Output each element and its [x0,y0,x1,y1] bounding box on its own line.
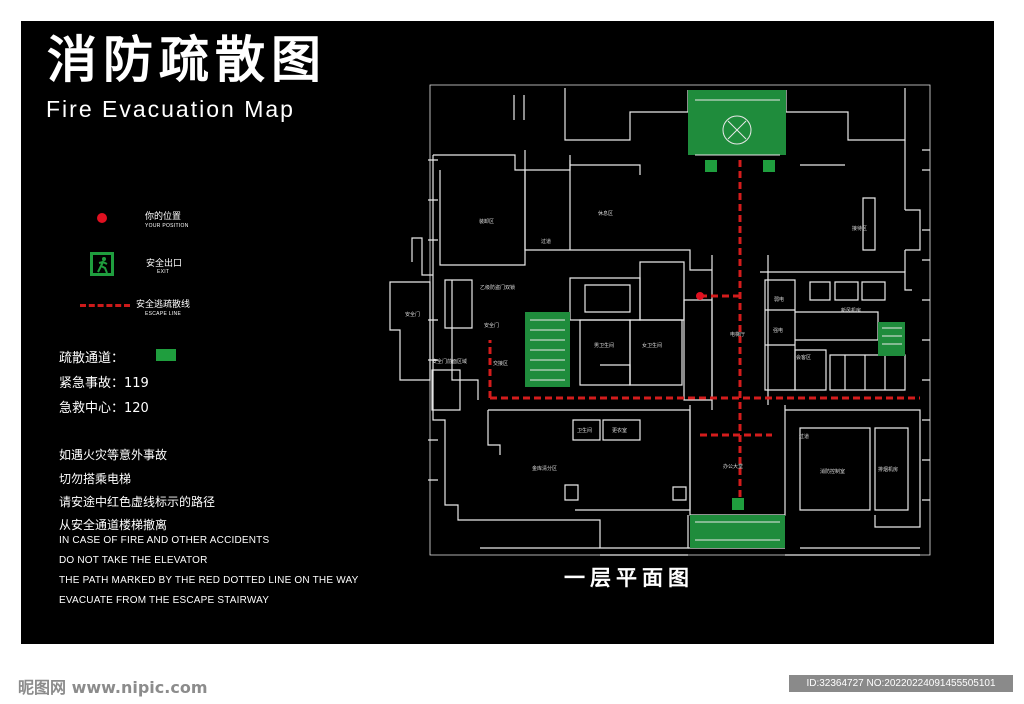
room-label: 装卸区 [479,219,495,225]
room-label: 金库清分区 [532,466,558,472]
room-label: 交接区 [493,361,509,367]
warning-en-2: DO NOT TAKE THE ELEVATOR [59,555,208,566]
room-label: 乙级防盗门双锁 [480,285,516,291]
warning-cn-4: 从安全通道楼梯撤离 [59,518,168,532]
watermark-site: 昵图网 www.nipic.com [18,678,208,697]
emergency-exit-sign-icon [90,252,114,276]
room-label: 接待区 [852,226,868,232]
room-label: 过道 [799,434,810,440]
room-label: 弱电 [774,297,785,303]
warning-en-4: EVACUATE FROM THE ESCAPE STAIRWAY [59,595,270,606]
title-english: Fire Evacuation Map [46,96,295,122]
escape-line-icon [80,304,130,307]
evacuation-sign-board [21,21,994,644]
passage-label: 疏散通道： [59,351,125,366]
room-label: 安全门前面区域 [432,359,468,365]
room-label: 卫生间 [577,428,593,434]
legend-position-sublabel: YOUR POSITION [145,223,189,229]
warning-en-3: THE PATH MARKED BY THE RED DOTTED LINE O… [59,575,359,586]
room-label: 女卫生间 [642,343,663,349]
legend-exit-sublabel: EXIT [157,269,170,275]
room-label: 新风机房 [841,308,862,314]
title-chinese: 消防疏散图 [47,31,327,89]
room-label: 安全门 [484,323,500,329]
room-label: 电梯厅 [730,332,746,338]
room-label: 排烟机房 [878,467,899,473]
passage-color-swatch [156,349,176,361]
warning-cn-1: 如遇火灾等意外事故 [59,448,168,462]
first-aid-number: 急救中心：120 [59,401,149,416]
legend-exit-label: 安全出口 [146,259,183,269]
room-label: 强电 [773,328,784,334]
watermark-id: ID:32364727 NO:20220224091455505101 [789,675,1013,692]
room-label: 过道 [541,239,552,245]
your-position-icon [97,213,107,223]
legend-line-label: 安全逃疏散线 [136,300,191,310]
emergency-number: 紧急事故：119 [59,376,149,391]
room-label: 休息区 [598,211,614,217]
legend-position-label: 你的位置 [145,212,182,222]
warning-cn-2: 切勿搭乘电梯 [59,472,132,486]
room-label: 更衣室 [612,428,628,434]
floor-plan-title: 一层平面图 [564,566,694,590]
room-label: 会客区 [796,355,812,361]
room-label: 办公大堂 [723,464,744,470]
room-label: 男卫生间 [594,343,615,349]
warning-cn-3: 请安途中红色虚线标示的路径 [59,495,216,509]
legend-line-sublabel: ESCAPE LINE [145,311,182,317]
room-label: 安全门 [405,312,421,318]
warning-en-1: IN CASE OF FIRE AND OTHER ACCIDENTS [59,535,270,546]
room-label: 消防控制室 [820,469,846,475]
